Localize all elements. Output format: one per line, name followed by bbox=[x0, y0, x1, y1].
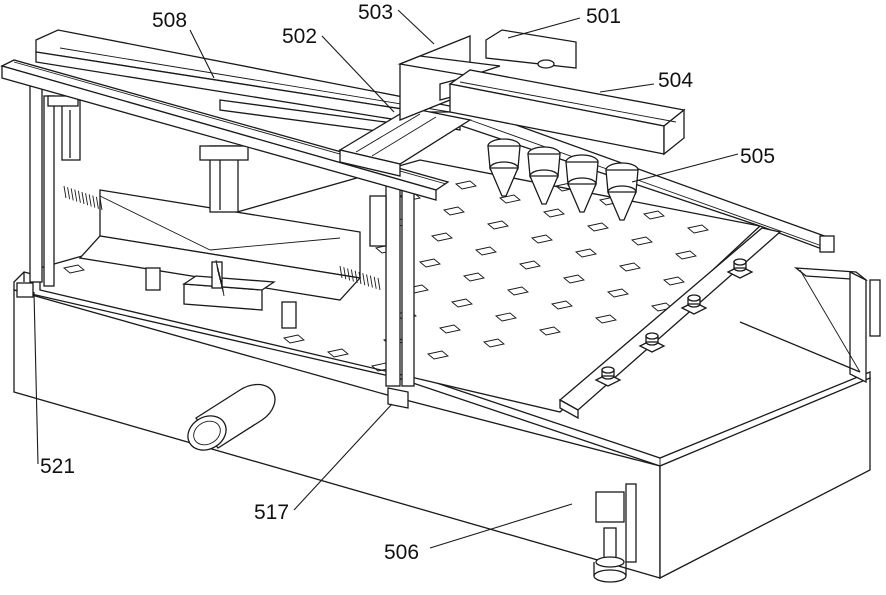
table-hole bbox=[531, 234, 553, 244]
table-hole bbox=[499, 194, 521, 204]
table-hole bbox=[439, 324, 461, 334]
table-hole bbox=[507, 286, 529, 296]
base-box bbox=[13, 271, 871, 580]
table-hole bbox=[595, 314, 617, 324]
table-hole bbox=[451, 298, 473, 308]
table-hole bbox=[443, 206, 465, 216]
back-rails bbox=[35, 29, 461, 135]
lower-carriage bbox=[63, 185, 381, 329]
table-hole bbox=[663, 276, 685, 286]
spring bbox=[215, 259, 225, 297]
spring bbox=[339, 265, 381, 291]
table-hole bbox=[495, 312, 517, 322]
gantry-post bbox=[199, 145, 415, 387]
nozzle bbox=[487, 138, 521, 197]
button-strip bbox=[558, 227, 782, 420]
spring bbox=[63, 185, 103, 211]
table-hole bbox=[283, 334, 305, 344]
label-505: 505 bbox=[740, 145, 776, 168]
table-hole bbox=[539, 326, 561, 336]
table-hole bbox=[675, 250, 697, 260]
table-hole bbox=[427, 350, 449, 360]
table-hole bbox=[519, 260, 541, 270]
left-frame bbox=[29, 85, 81, 287]
top-beam bbox=[0, 59, 450, 201]
table-hole bbox=[327, 348, 349, 358]
table-hole bbox=[575, 248, 597, 258]
label-504: 504 bbox=[658, 69, 694, 92]
label-503: 503 bbox=[358, 1, 394, 24]
label-521: 521 bbox=[40, 455, 76, 478]
nozzle-housing bbox=[448, 69, 686, 156]
nozzle bbox=[527, 146, 561, 205]
middle-slide bbox=[338, 107, 472, 177]
push-button bbox=[726, 258, 754, 279]
label-508: 508 bbox=[152, 9, 188, 32]
table-hole bbox=[687, 224, 709, 234]
table-hole bbox=[643, 210, 665, 220]
table-hole bbox=[63, 264, 85, 274]
label-506: 506 bbox=[384, 541, 420, 564]
label-501: 501 bbox=[586, 5, 622, 28]
table-hole bbox=[487, 220, 509, 230]
table-hole bbox=[455, 180, 477, 190]
label-502: 502 bbox=[282, 25, 318, 48]
table-hole bbox=[563, 274, 585, 284]
table-hole bbox=[631, 236, 653, 246]
nozzle bbox=[605, 162, 639, 221]
foot bbox=[593, 483, 637, 583]
push-button bbox=[680, 294, 708, 315]
outlet-pipe bbox=[187, 383, 276, 451]
label-517: 517 bbox=[254, 501, 290, 524]
table-hole bbox=[587, 222, 609, 232]
table-hole bbox=[551, 300, 573, 310]
table-hole bbox=[475, 246, 497, 256]
table-hole bbox=[483, 338, 505, 348]
table-hole bbox=[607, 288, 629, 298]
push-button bbox=[638, 332, 666, 353]
nozzle-row bbox=[487, 138, 639, 221]
right-bracket bbox=[739, 267, 881, 384]
table-hole bbox=[543, 208, 565, 218]
table-hole bbox=[619, 262, 641, 272]
table-hole bbox=[431, 232, 453, 242]
table-hole bbox=[463, 272, 485, 282]
leader-lines bbox=[33, 9, 739, 549]
push-button bbox=[594, 366, 622, 387]
table-hole bbox=[419, 258, 441, 268]
nozzle bbox=[565, 154, 599, 213]
